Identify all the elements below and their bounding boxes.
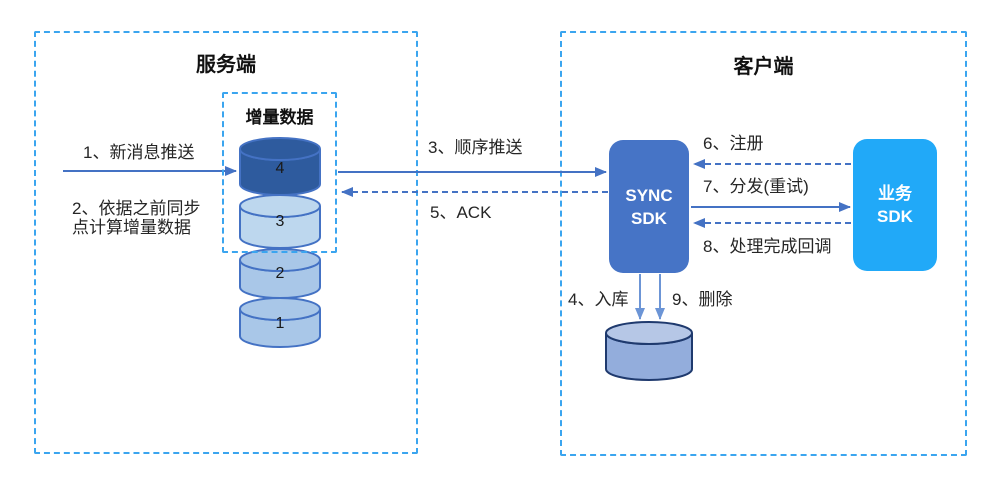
label-step1-new-message-push: 1、新消息推送 — [83, 143, 195, 162]
incremental-cylinder-3-top — [239, 194, 321, 218]
business-sdk-label-line2: SDK — [877, 207, 913, 226]
business-sdk-box: 业务 SDK — [853, 139, 937, 271]
sync-sdk-box: SYNC SDK — [609, 140, 689, 273]
label-step8-done-callback: 8、处理完成回调 — [703, 237, 832, 256]
label-step6-register: 6、注册 — [703, 134, 764, 153]
server-panel-title: 服务端 — [196, 54, 256, 76]
label-step4-store: 4、入库 — [568, 290, 629, 309]
label-step5-ack: 5、ACK — [430, 203, 492, 222]
incremental-cylinder-1 — [239, 297, 321, 348]
label-step7-dispatch-retry: 7、分发(重试) — [703, 177, 809, 196]
incremental-data-title: 增量数据 — [245, 108, 314, 127]
incremental-cylinder-2 — [239, 248, 321, 299]
business-sdk-label-line1: 业务 — [878, 184, 912, 203]
label-step2-line2: 点计算增量数据 — [72, 218, 191, 237]
incremental-cylinder-1-top — [239, 297, 321, 321]
cylinder-label-4: 4 — [275, 160, 285, 177]
label-step2-calc-incremental: 2、依据之前同步 点计算增量数据 — [72, 199, 200, 237]
client-panel-title: 客户端 — [733, 56, 794, 78]
label-step3-sequential-push: 3、顺序推送 — [428, 138, 523, 157]
label-step2-line1: 2、依据之前同步 — [72, 199, 201, 218]
cylinder-label-3: 3 — [275, 213, 285, 230]
client-database-cylinder — [605, 321, 693, 381]
sync-sdk-label-line2: SDK — [631, 208, 667, 228]
server-panel — [34, 31, 418, 454]
sync-sdk-label-line1: SYNC — [625, 185, 673, 205]
incremental-data-box — [222, 92, 337, 253]
label-step9-delete: 9、删除 — [672, 290, 733, 309]
client-panel — [560, 31, 967, 456]
incremental-cylinder-4-top — [239, 137, 321, 161]
incremental-cylinder-3 — [239, 194, 321, 249]
cylinder-label-2: 2 — [275, 265, 285, 282]
cylinder-label-1: 1 — [275, 315, 285, 332]
incremental-cylinder-4 — [239, 137, 321, 196]
incremental-cylinder-2-top — [239, 248, 321, 272]
client-database-top — [605, 321, 693, 345]
